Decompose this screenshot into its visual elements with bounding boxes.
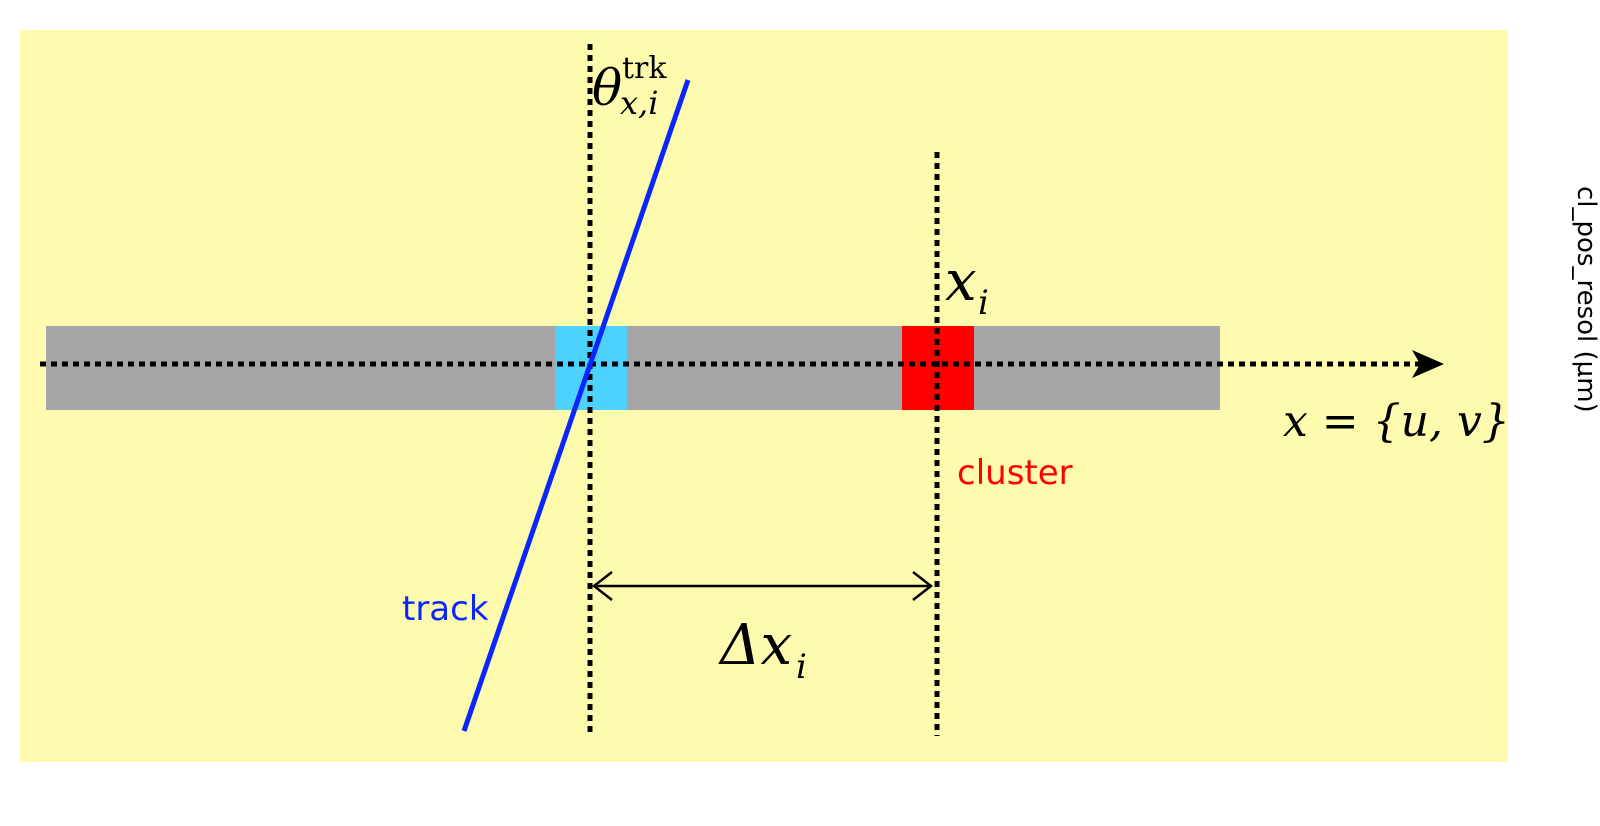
cluster-label: cluster bbox=[957, 453, 1073, 493]
track-line bbox=[461, 79, 691, 732]
axis-label: x = {u, v} bbox=[1283, 396, 1510, 447]
track-label: track bbox=[402, 589, 489, 629]
delta-x-label-subscript: i bbox=[796, 647, 807, 687]
xi-label-symbol: x bbox=[945, 249, 977, 314]
delta-x-arrowhead-right bbox=[912, 571, 934, 601]
side-axis-label-group: cl_pos_resol (µm) bbox=[1571, 186, 1600, 413]
delta-x-arrowhead-left bbox=[591, 571, 613, 601]
side-axis-label: cl_pos_resol (µm) bbox=[1571, 186, 1600, 413]
theta-label-superscript: trk bbox=[622, 51, 667, 86]
theta-label-symbol: θ bbox=[592, 59, 622, 117]
theta-label-subscript: x,i bbox=[620, 84, 658, 122]
delta-x-label-symbol: Δx bbox=[718, 613, 792, 678]
x-axis-arrowhead bbox=[1412, 350, 1444, 378]
sensor-strip bbox=[46, 326, 1220, 410]
xi-label-subscript: i bbox=[978, 283, 989, 323]
